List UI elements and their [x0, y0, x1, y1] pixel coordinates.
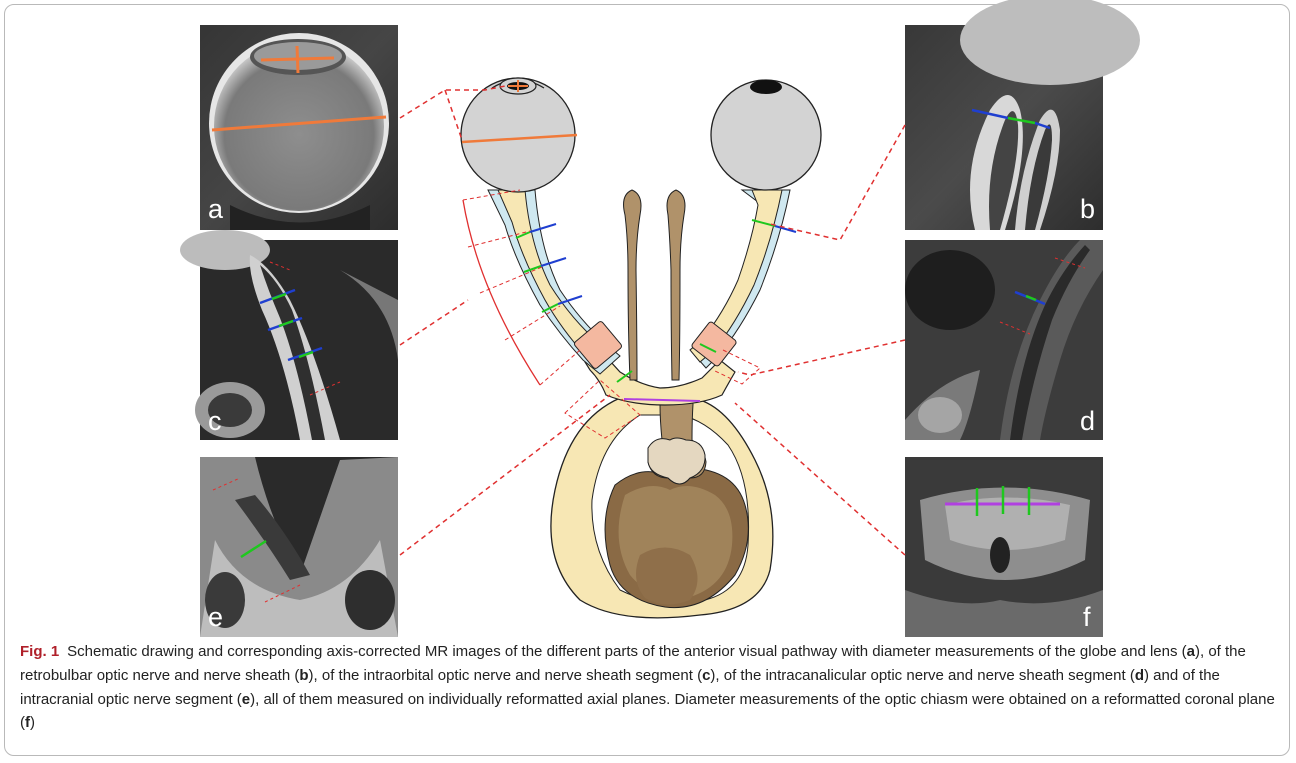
panel-a-image: [200, 25, 398, 230]
caption-part: ): [30, 714, 35, 731]
caption-ref-d: d: [1135, 667, 1144, 684]
figure-caption: Fig. 1 Schematic drawing and correspondin…: [20, 640, 1276, 735]
panel-f-label: f: [1083, 604, 1091, 631]
panel-a-label: a: [208, 196, 223, 223]
panel-b-image: [905, 0, 1140, 230]
caption-ref-e: e: [242, 691, 250, 708]
caption-part: ), of the intracanalicular optic nerve a…: [710, 667, 1134, 684]
figure-artwork: [0, 0, 1296, 640]
caption-ref-a: a: [1187, 643, 1195, 660]
panel-d-label: d: [1080, 408, 1095, 435]
panel-e-label: e: [208, 604, 223, 631]
panel-e-image: [200, 457, 398, 637]
caption-part: ), of the intraorbital optic nerve and n…: [309, 667, 703, 684]
figure-number: Fig. 1: [20, 643, 59, 660]
panel-c-label: c: [208, 408, 222, 435]
caption-ref-b: b: [299, 667, 308, 684]
panel-b-label: b: [1080, 196, 1095, 223]
caption-part: Schematic drawing and corresponding axis…: [67, 643, 1186, 660]
schematic-drawing: [461, 78, 821, 618]
panel-d-image: [905, 240, 1103, 440]
panel-f-image: [905, 457, 1103, 637]
